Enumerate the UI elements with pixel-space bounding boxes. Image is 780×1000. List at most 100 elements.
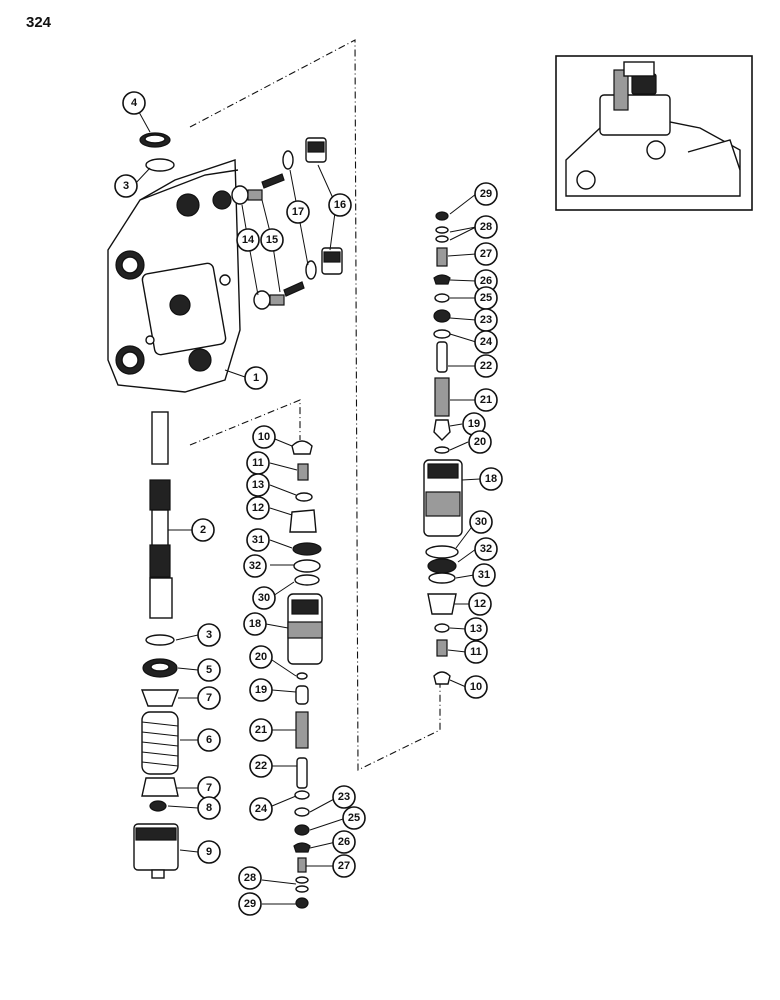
page-number: 324: [26, 14, 52, 31]
svg-text:28: 28: [480, 221, 492, 233]
callout-8: 8: [197, 796, 221, 820]
svg-text:22: 22: [255, 760, 267, 772]
callout-22: 22: [249, 754, 273, 778]
callout-24: 24: [249, 797, 273, 821]
callout-28b: 28: [474, 215, 498, 239]
callout-20b: 20: [468, 430, 492, 454]
inset-view: [555, 55, 753, 211]
svg-text:12: 12: [474, 598, 486, 610]
svg-text:31: 31: [478, 569, 490, 581]
svg-text:24: 24: [255, 803, 268, 815]
svg-text:27: 27: [480, 248, 492, 260]
callout-21b: 21: [474, 388, 498, 412]
svg-text:19: 19: [255, 684, 267, 696]
spool: [149, 411, 173, 619]
callout-19: 19: [249, 678, 273, 702]
svg-text:14: 14: [242, 234, 255, 246]
callout-29b: 29: [474, 182, 498, 206]
callout-14: 14: [236, 228, 260, 252]
svg-text:6: 6: [206, 734, 212, 746]
callout-15: 15: [260, 228, 284, 252]
callout-29: 29: [238, 892, 262, 916]
callout-6: 6: [197, 728, 221, 752]
callout-1: 1: [244, 366, 268, 390]
callout-31b: 31: [472, 563, 496, 587]
svg-text:7: 7: [206, 692, 212, 704]
callout-13b: 13: [464, 617, 488, 641]
svg-text:7: 7: [206, 782, 212, 794]
svg-text:1: 1: [253, 372, 259, 384]
callout-20: 20: [249, 645, 273, 669]
callout-26: 26: [332, 830, 356, 854]
callout-3b: 3: [197, 623, 221, 647]
svg-text:25: 25: [348, 812, 360, 824]
callout-24b: 24: [474, 330, 498, 354]
callout-5: 5: [197, 658, 221, 682]
svg-text:5: 5: [206, 664, 212, 676]
svg-text:24: 24: [480, 336, 493, 348]
svg-text:4: 4: [131, 97, 138, 109]
svg-text:13: 13: [470, 623, 482, 635]
svg-text:32: 32: [480, 543, 492, 555]
svg-text:28: 28: [244, 872, 256, 884]
svg-text:20: 20: [255, 651, 267, 663]
svg-text:30: 30: [258, 592, 270, 604]
callout-11b: 11: [464, 640, 488, 664]
callout-18b: 18: [479, 467, 503, 491]
svg-text:20: 20: [474, 436, 486, 448]
svg-text:18: 18: [249, 618, 261, 630]
svg-text:11: 11: [470, 646, 482, 658]
svg-text:11: 11: [252, 457, 264, 469]
callout-12b: 12: [468, 592, 492, 616]
callout-7b: 7: [197, 776, 221, 800]
svg-text:9: 9: [206, 846, 212, 858]
svg-text:23: 23: [480, 314, 492, 326]
callout-27: 27: [332, 854, 356, 878]
callout-23b: 23: [474, 308, 498, 332]
svg-text:30: 30: [475, 516, 487, 528]
svg-text:18: 18: [485, 473, 497, 485]
svg-text:3: 3: [123, 180, 129, 192]
callout-7: 7: [197, 686, 221, 710]
callout-30b: 30: [469, 510, 493, 534]
svg-text:29: 29: [244, 898, 256, 910]
svg-text:31: 31: [252, 534, 264, 546]
svg-text:23: 23: [338, 791, 350, 803]
svg-text:26: 26: [338, 836, 350, 848]
callout-22b: 22: [474, 354, 498, 378]
callout-2: 2: [191, 518, 215, 542]
svg-text:12: 12: [252, 502, 264, 514]
svg-text:22: 22: [480, 360, 492, 372]
svg-text:10: 10: [470, 681, 482, 693]
callout-10b: 10: [464, 675, 488, 699]
svg-text:16: 16: [334, 199, 346, 211]
callout-32b: 32: [474, 537, 498, 561]
svg-text:25: 25: [480, 292, 492, 304]
callout-28: 28: [238, 866, 262, 890]
callout-27b: 27: [474, 242, 498, 266]
svg-text:21: 21: [480, 394, 492, 406]
callout-9: 9: [197, 840, 221, 864]
callout-26b: 26: [474, 269, 498, 293]
svg-text:19: 19: [468, 418, 480, 430]
svg-text:2: 2: [200, 524, 206, 536]
callout-23: 23: [332, 785, 356, 809]
callout-11: 11: [246, 451, 270, 475]
callout-30: 30: [252, 586, 276, 610]
callout-31: 31: [246, 528, 270, 552]
svg-text:21: 21: [255, 724, 267, 736]
callout-4: 4: [122, 91, 146, 115]
svg-text:32: 32: [249, 560, 261, 572]
callout-25b: 25: [474, 286, 498, 310]
callout-13: 13: [246, 473, 270, 497]
svg-text:13: 13: [252, 479, 264, 491]
svg-text:15: 15: [266, 234, 278, 246]
valve-body: [107, 159, 241, 393]
callout-12: 12: [246, 496, 270, 520]
callout-25: 25: [342, 806, 366, 830]
svg-text:29: 29: [480, 188, 492, 200]
callout-18: 18: [243, 612, 267, 636]
svg-text:27: 27: [338, 860, 350, 872]
svg-text:10: 10: [258, 431, 270, 443]
